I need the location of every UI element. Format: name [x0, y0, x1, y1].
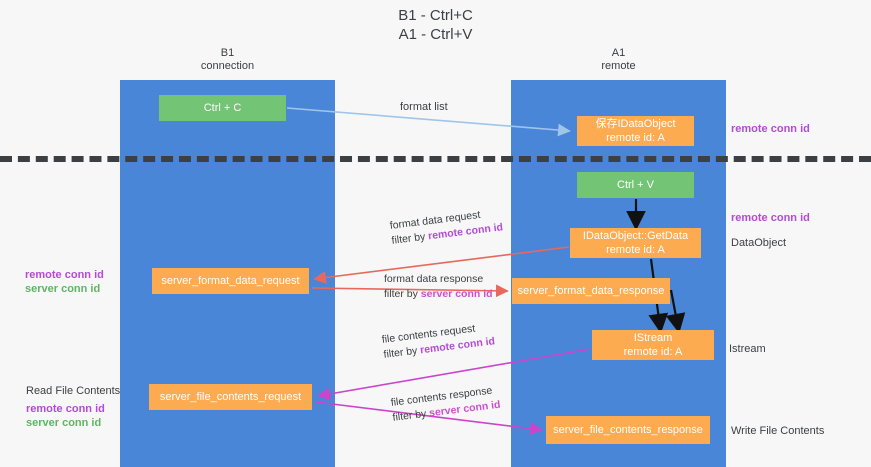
node-idataobject-getdata-sub: remote id: A	[606, 244, 665, 256]
annotation-remote-conn-id-top: remote conn id	[731, 123, 810, 135]
node-save-idataobject-label: 保存IDataObject	[595, 118, 676, 130]
edge-format-data-request	[313, 246, 570, 284]
swimlane-b1-sub: connection	[200, 60, 255, 72]
node-server-format-data-request-label: server_format_data_request	[161, 275, 300, 287]
node-save-idataobject-sub: remote id: A	[606, 132, 665, 144]
diagram-title: B1 - Ctrl+C A1 - Ctrl+V	[0, 6, 871, 44]
title-line-2: A1 - Ctrl+V	[398, 26, 473, 43]
node-server-file-contents-response-label: server_file_contents_response	[553, 424, 703, 436]
node-server-format-data-request[interactable]: server_format_data_request	[152, 268, 309, 294]
swimlane-header-a1: A1 remote	[511, 47, 726, 73]
caption-format-data-response: format data response filter by server co…	[384, 272, 493, 302]
annotation-read-file-contents: Read File Contents	[26, 385, 121, 397]
annotation-left-remote-conn-id-2: remote conn id	[26, 403, 105, 415]
caption-format-data-response-filter-prefix: filter by	[384, 288, 421, 300]
caption-file-contents-request-filter-prefix: filter by	[382, 344, 421, 361]
edge-file-contents-response	[315, 401, 543, 435]
edge-format-list	[286, 107, 571, 137]
node-ctrl-c[interactable]: Ctrl + C	[159, 95, 286, 121]
caption-format-data-request-filter-prefix: filter by	[390, 230, 429, 247]
node-server-format-data-response-label: server_format_data_response	[517, 285, 665, 297]
annotation-left-remote-conn-id-1: remote conn id	[25, 269, 104, 281]
edge-format-data-response	[311, 284, 509, 298]
node-server-file-contents-response[interactable]: server_file_contents_response	[546, 416, 710, 444]
node-ctrl-c-label: Ctrl + C	[203, 102, 242, 114]
annotation-left-conn-ids-upper: remote conn id server conn id	[25, 268, 104, 296]
node-save-idataobject[interactable]: 保存IDataObject remote id: A	[577, 116, 694, 146]
edge-file-contents-request	[317, 348, 591, 401]
caption-file-contents-response-filter-prefix: filter by	[391, 407, 430, 424]
annotation-istream: Istream	[729, 343, 766, 355]
node-istream-label: IStream	[633, 332, 673, 344]
caption-format-list: format list	[400, 101, 448, 113]
node-ctrl-v[interactable]: Ctrl + V	[577, 172, 694, 198]
annotation-left-server-conn-id-1: server conn id	[25, 283, 101, 295]
annotation-left-conn-ids-lower: remote conn id server conn id	[26, 402, 105, 430]
node-idataobject-getdata-label: IDataObject::GetData	[582, 230, 689, 242]
node-ctrl-v-label: Ctrl + V	[617, 179, 654, 191]
swimlane-b1-name: B1	[220, 47, 235, 59]
node-server-file-contents-request[interactable]: server_file_contents_request	[149, 384, 312, 410]
swimlane-a1-sub: remote	[601, 60, 636, 72]
phase-divider	[0, 156, 871, 162]
swimlane-a1-name: A1	[611, 47, 626, 59]
annotation-write-file-contents: Write File Contents	[731, 425, 825, 437]
node-istream-sub: remote id: A	[623, 346, 683, 358]
node-idataobject-getdata[interactable]: IDataObject::GetData remote id: A	[570, 228, 701, 258]
swimlane-header-b1: B1 connection	[120, 47, 335, 73]
annotation-dataobject: DataObject	[731, 237, 787, 249]
node-server-format-data-response[interactable]: server_format_data_response	[512, 278, 670, 304]
node-istream[interactable]: IStream remote id: A	[592, 330, 714, 360]
edge-response-to-istream	[665, 289, 686, 334]
title-line-1: B1 - Ctrl+C	[398, 7, 473, 24]
node-server-file-contents-request-label: server_file_contents_request	[159, 391, 302, 403]
annotation-remote-conn-id-mid: remote conn id	[731, 212, 810, 224]
caption-format-data-response-filter-key: server conn id	[420, 288, 493, 300]
caption-format-data-response-text: format data response	[384, 273, 484, 285]
annotation-left-server-conn-id-2: server conn id	[26, 417, 102, 429]
